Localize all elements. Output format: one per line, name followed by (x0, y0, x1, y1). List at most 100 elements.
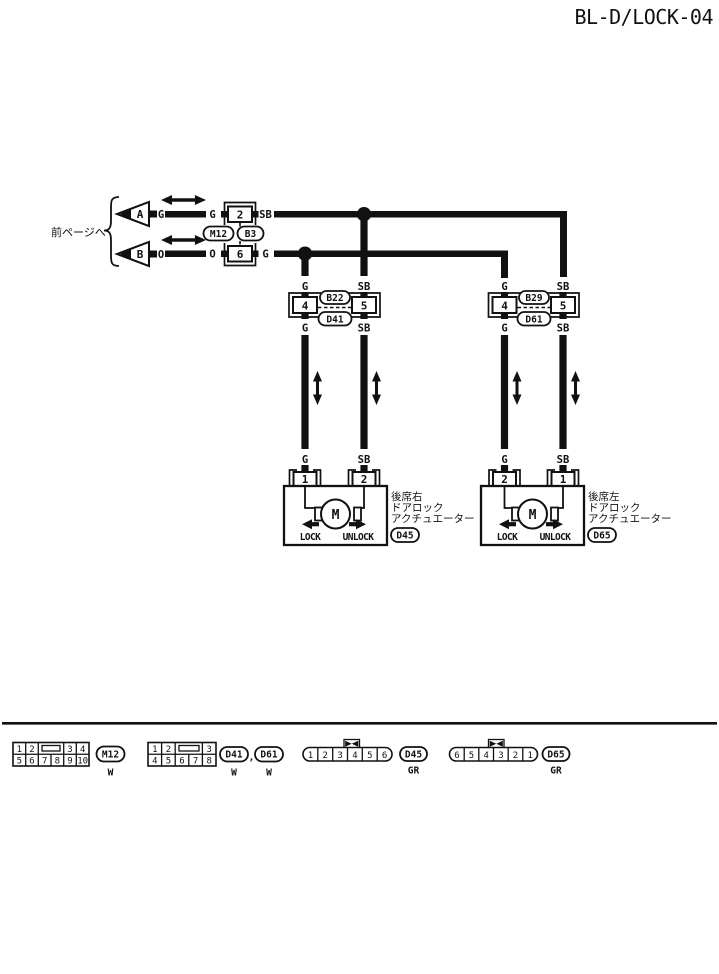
wire-segment (165, 250, 206, 257)
pin-cell: 8 (206, 757, 211, 767)
connector-shell (288, 469, 297, 486)
connector-code: B3 (245, 229, 257, 240)
wire-segment-vertical (360, 335, 368, 449)
connector-shell (488, 469, 497, 486)
connector-color: W (266, 768, 272, 779)
wire-segment-vertical (501, 250, 508, 278)
wire-color-label: O (209, 249, 215, 261)
connector-color: W (108, 768, 114, 779)
wire-stub (500, 292, 509, 298)
motor-symbol (517, 498, 548, 530)
wire-stub (559, 313, 567, 319)
prev-page-label: 前ページへ (51, 225, 106, 239)
arrow-head-right (195, 235, 206, 245)
connector-table-m12: 1 2 3 4 5 6 7 8 9 10 M12 W (12, 741, 126, 779)
wire-stub (500, 313, 509, 319)
wire-stub (301, 313, 309, 319)
connector-color: W (231, 768, 237, 779)
pin-cell: 1 (527, 751, 532, 761)
internal-wire (503, 486, 513, 509)
pin-cell: 6 (179, 757, 184, 767)
actuator-name-line: 後席左 (588, 490, 620, 503)
pin-number: 2 (237, 209, 244, 222)
wire-color-label: G (501, 454, 507, 466)
motor-terminal (550, 506, 559, 522)
arrow-head-down (512, 394, 522, 405)
wire-stub (301, 465, 309, 473)
wire-segment-vertical (500, 335, 509, 449)
wire-stub (149, 210, 157, 218)
brace-icon (103, 196, 120, 267)
motor-terminal (353, 506, 362, 522)
connector-shell (512, 469, 521, 486)
pin-number: 4 (501, 300, 508, 313)
mid-connector-right: G SB 4 5 B29 D61 G SB (487, 281, 580, 335)
keyway-bowtie (345, 740, 352, 747)
wire-segment-vertical (559, 335, 567, 449)
pin-cell: 2 (29, 745, 34, 755)
connector-shell (313, 469, 322, 486)
pin-number: 6 (237, 248, 244, 261)
bidirectional-arrow-icon (161, 195, 206, 205)
wire-stub (301, 292, 309, 298)
pin-cell: 2 (513, 751, 518, 761)
pin-cell: 4 (80, 745, 85, 755)
pin-cell: 1 (152, 745, 157, 755)
motor-label: M (529, 508, 537, 523)
pin-cell: 5 (469, 751, 474, 761)
wire-color-label: G (501, 281, 507, 293)
actuator-right: G SB 2 1 M LOCK UNLOCK 後席左 ドアロック アクチュエータ… (479, 454, 671, 547)
connector-pill-d45: 1 2 3 4 5 6 D45 GR (302, 738, 428, 777)
connector-shell (347, 469, 356, 486)
arrow-head-up (512, 371, 522, 382)
wire-stub (559, 292, 567, 298)
pin-cell: 9 (67, 757, 72, 767)
connector-code-oval (317, 311, 353, 327)
wire-color-label: G (302, 323, 308, 335)
pin-number: 4 (302, 300, 309, 313)
wire-color-label: SB (557, 323, 570, 335)
connector-code-oval (254, 746, 284, 763)
pin-cell: 6 (382, 751, 387, 761)
pin-cell: 3 (67, 745, 72, 755)
wire-stub (252, 250, 259, 257)
pin-cell: 6 (454, 751, 459, 761)
connector-shell (372, 469, 381, 486)
wire-color-label: SB (557, 281, 570, 293)
unlock-arrow-icon (349, 519, 366, 530)
connector-pill-d65: 6 5 4 3 2 1 D65 GR (448, 738, 571, 777)
connector-code-oval (390, 527, 420, 543)
actuator-left: G SB 1 2 M LOCK UNLOCK 後席右 ドアロック アクチュエータ… (282, 454, 474, 547)
wire-stub (360, 313, 368, 319)
wire-segment-vertical (301, 253, 309, 276)
wire-stub (500, 465, 509, 473)
connector-code-oval (319, 290, 351, 305)
connector-code: D65 (547, 750, 564, 761)
actuator-name-line: 後席右 (391, 490, 423, 503)
wire-color-label: SB (557, 454, 570, 466)
wire-color-label: G (501, 323, 507, 335)
pin-number: 5 (560, 300, 567, 313)
wire-color-label: G (302, 454, 308, 466)
connector-code-oval (219, 746, 249, 763)
connector-code: D41 (326, 315, 343, 326)
wire-color-label: SB (358, 454, 371, 466)
connector-color: GR (408, 766, 420, 777)
connector-code: D65 (593, 531, 610, 542)
connector-code-oval (587, 527, 617, 543)
wire-color-label: SB (259, 209, 272, 221)
updown-arrow-icon (512, 371, 522, 405)
arrow-head-up (571, 371, 580, 382)
arrow-head-left (161, 235, 172, 245)
wire-segment-vertical (360, 214, 368, 276)
pin-cell: 1 (308, 751, 313, 761)
wire-color-label: G (158, 209, 164, 221)
lock-arrow-icon (499, 519, 516, 530)
internal-wire (304, 486, 316, 509)
lock-arrow-icon (302, 519, 319, 530)
connector-code-oval (95, 745, 126, 763)
motor-label: M (332, 508, 340, 523)
vertical-wires (301, 335, 580, 449)
wire-color-label: G (209, 209, 215, 221)
connector-code-oval (399, 746, 428, 762)
